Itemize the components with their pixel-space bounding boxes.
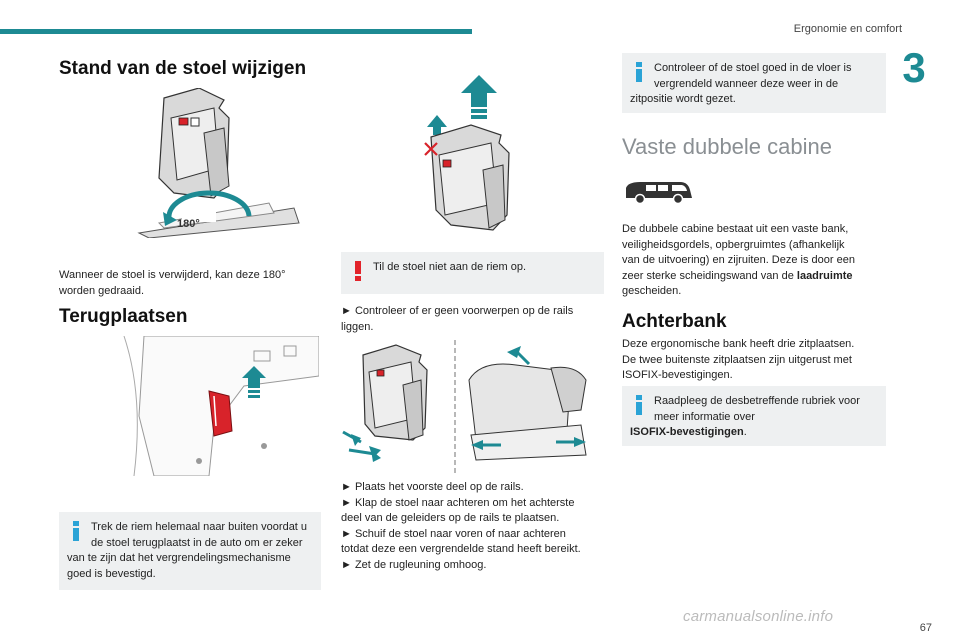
- heading-rear-bench: Achterbank: [622, 311, 727, 332]
- rotate-angle-label: 180°: [177, 218, 200, 230]
- info-icon: [636, 62, 642, 82]
- steps-install: ► Plaats het voorste deel op de rails. ►…: [341, 481, 581, 571]
- paragraph-rear-bench: Deze ergonomische bank heeft drie zitpla…: [622, 338, 855, 381]
- watermark: carmanualsonline.info: [683, 608, 834, 625]
- heading-reinstall: Terugplaatsen: [59, 306, 188, 327]
- bold-term-cargo: laadruimte: [796, 269, 853, 282]
- note-lock-check: Controleer of de stoel goed in de vloer …: [622, 53, 886, 113]
- seat-strap-illustration: [123, 336, 319, 476]
- seat-install-illustration: [342, 340, 587, 475]
- page-number: 67: [919, 622, 932, 634]
- seat-lift-illustration: [424, 75, 510, 231]
- isofix-link-text: ISOFIX-bevestigingen: [630, 426, 744, 438]
- info-icon: [73, 521, 79, 541]
- paragraph-rotate: Wanneer de stoel is verwijderd, kan deze…: [59, 269, 286, 297]
- info-icon: [636, 395, 642, 415]
- warning-strap: Til de stoel niet aan de riem op.: [341, 252, 604, 294]
- heading-double-cab: Vaste dubbele cabine: [622, 134, 832, 159]
- header-accent-bar: [0, 29, 472, 34]
- paragraph-check-rails: ► Controleer of er geen voorwerpen op de…: [341, 305, 574, 333]
- chapter-title: Ergonomie en comfort: [793, 23, 902, 35]
- note-isofix: Raadpleeg de desbetreffende rubriek voor…: [622, 386, 886, 446]
- seat-rotate-illustration: [137, 88, 300, 238]
- chapter-number: 3: [902, 44, 926, 91]
- warning-icon: [355, 261, 361, 281]
- paragraph-double-cab: De dubbele cabine bestaat uit een vaste …: [622, 223, 855, 297]
- heading-seat-position: Stand van de stoel wijzigen: [59, 58, 307, 79]
- van-icon: [626, 182, 692, 205]
- note-strap: Trek de riem helemaal naar buiten voorda…: [59, 512, 321, 590]
